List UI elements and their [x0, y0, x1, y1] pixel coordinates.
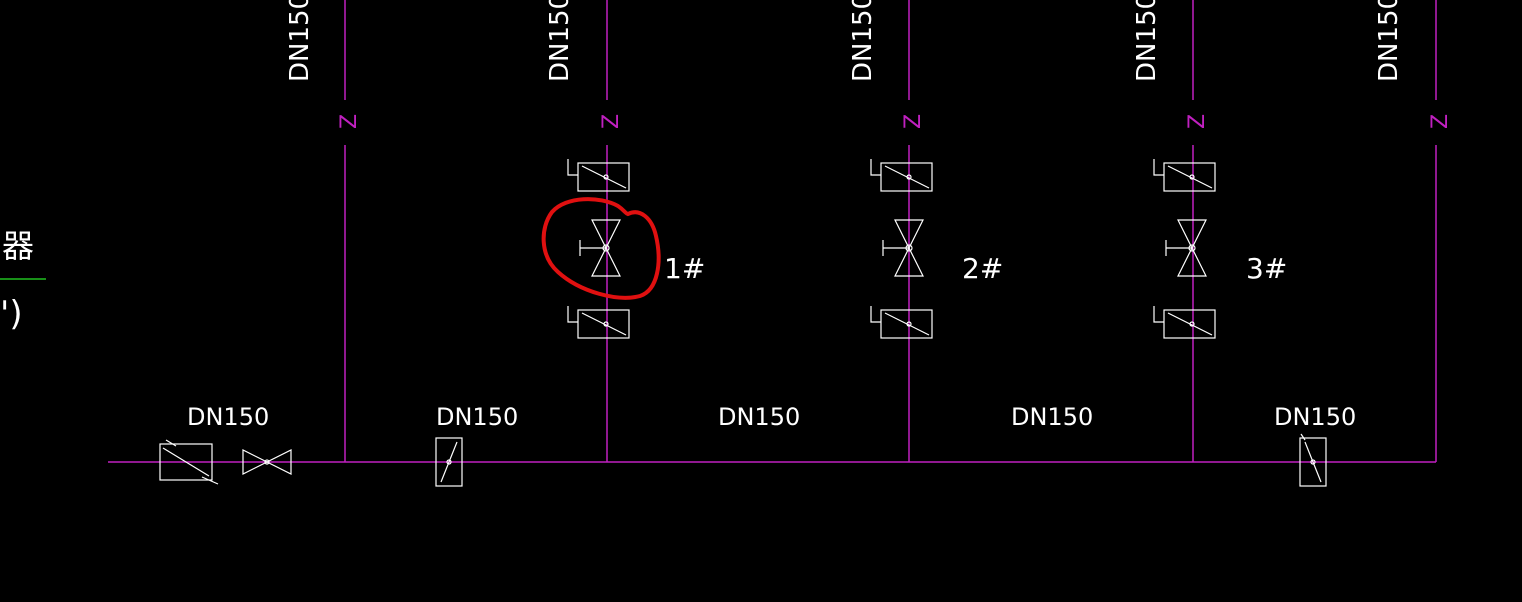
header-pipe-label: DN150	[1011, 403, 1093, 431]
riser-equipment	[567, 158, 1216, 339]
header-equipment	[159, 433, 1327, 487]
riser-label: DN150	[848, 0, 878, 82]
riser-label: DN150	[285, 0, 315, 82]
unit-label: 1#	[664, 252, 705, 285]
fragment-text-bottom: ')	[0, 294, 23, 334]
gate-valve-icon[interactable]	[882, 219, 924, 277]
riser-label: DN150	[1374, 0, 1404, 82]
flow-meter-icon	[870, 305, 933, 339]
header-pipe-label: DN150	[187, 403, 269, 431]
break-mark: Z	[901, 114, 926, 129]
riser-1-group	[567, 158, 630, 339]
left-fragment: 器 ')	[0, 227, 46, 334]
riser-label: DN150	[545, 0, 575, 82]
unit-label: 2#	[962, 252, 1003, 285]
header-pipe-label: DN150	[718, 403, 800, 431]
break-mark: Z	[1428, 114, 1453, 129]
unit-labels: 1# 2# 3#	[664, 252, 1287, 285]
break-mark: Z	[337, 114, 362, 129]
break-marks: Z Z Z Z Z	[337, 114, 1453, 129]
flow-meter-icon	[567, 305, 630, 339]
break-mark: Z	[599, 114, 624, 129]
red-circle-markup	[541, 197, 661, 300]
flow-meter-icon	[567, 158, 630, 192]
header-labels: DN150 DN150 DN150 DN150 DN150	[187, 403, 1356, 431]
break-mark: Z	[1185, 114, 1210, 129]
check-valve-icon	[1299, 433, 1327, 487]
header-pipe-label: DN150	[1274, 403, 1356, 431]
riser-3-group	[1153, 158, 1216, 339]
riser-labels: DN150 DN150 DN150 DN150 DN150	[285, 0, 1404, 82]
pipe-network	[108, 0, 1437, 463]
riser-label: DN150	[1132, 0, 1162, 82]
riser-2-group	[870, 158, 933, 339]
gate-valve-icon[interactable]	[579, 219, 621, 277]
fragment-text-top: 器	[2, 227, 34, 265]
header-pipe-label: DN150	[436, 403, 518, 431]
flow-meter-icon	[870, 158, 933, 192]
flow-meter-icon	[1153, 305, 1216, 339]
gate-valve-icon[interactable]	[1165, 219, 1207, 277]
flow-meter-icon	[1153, 158, 1216, 192]
unit-label: 3#	[1246, 252, 1287, 285]
